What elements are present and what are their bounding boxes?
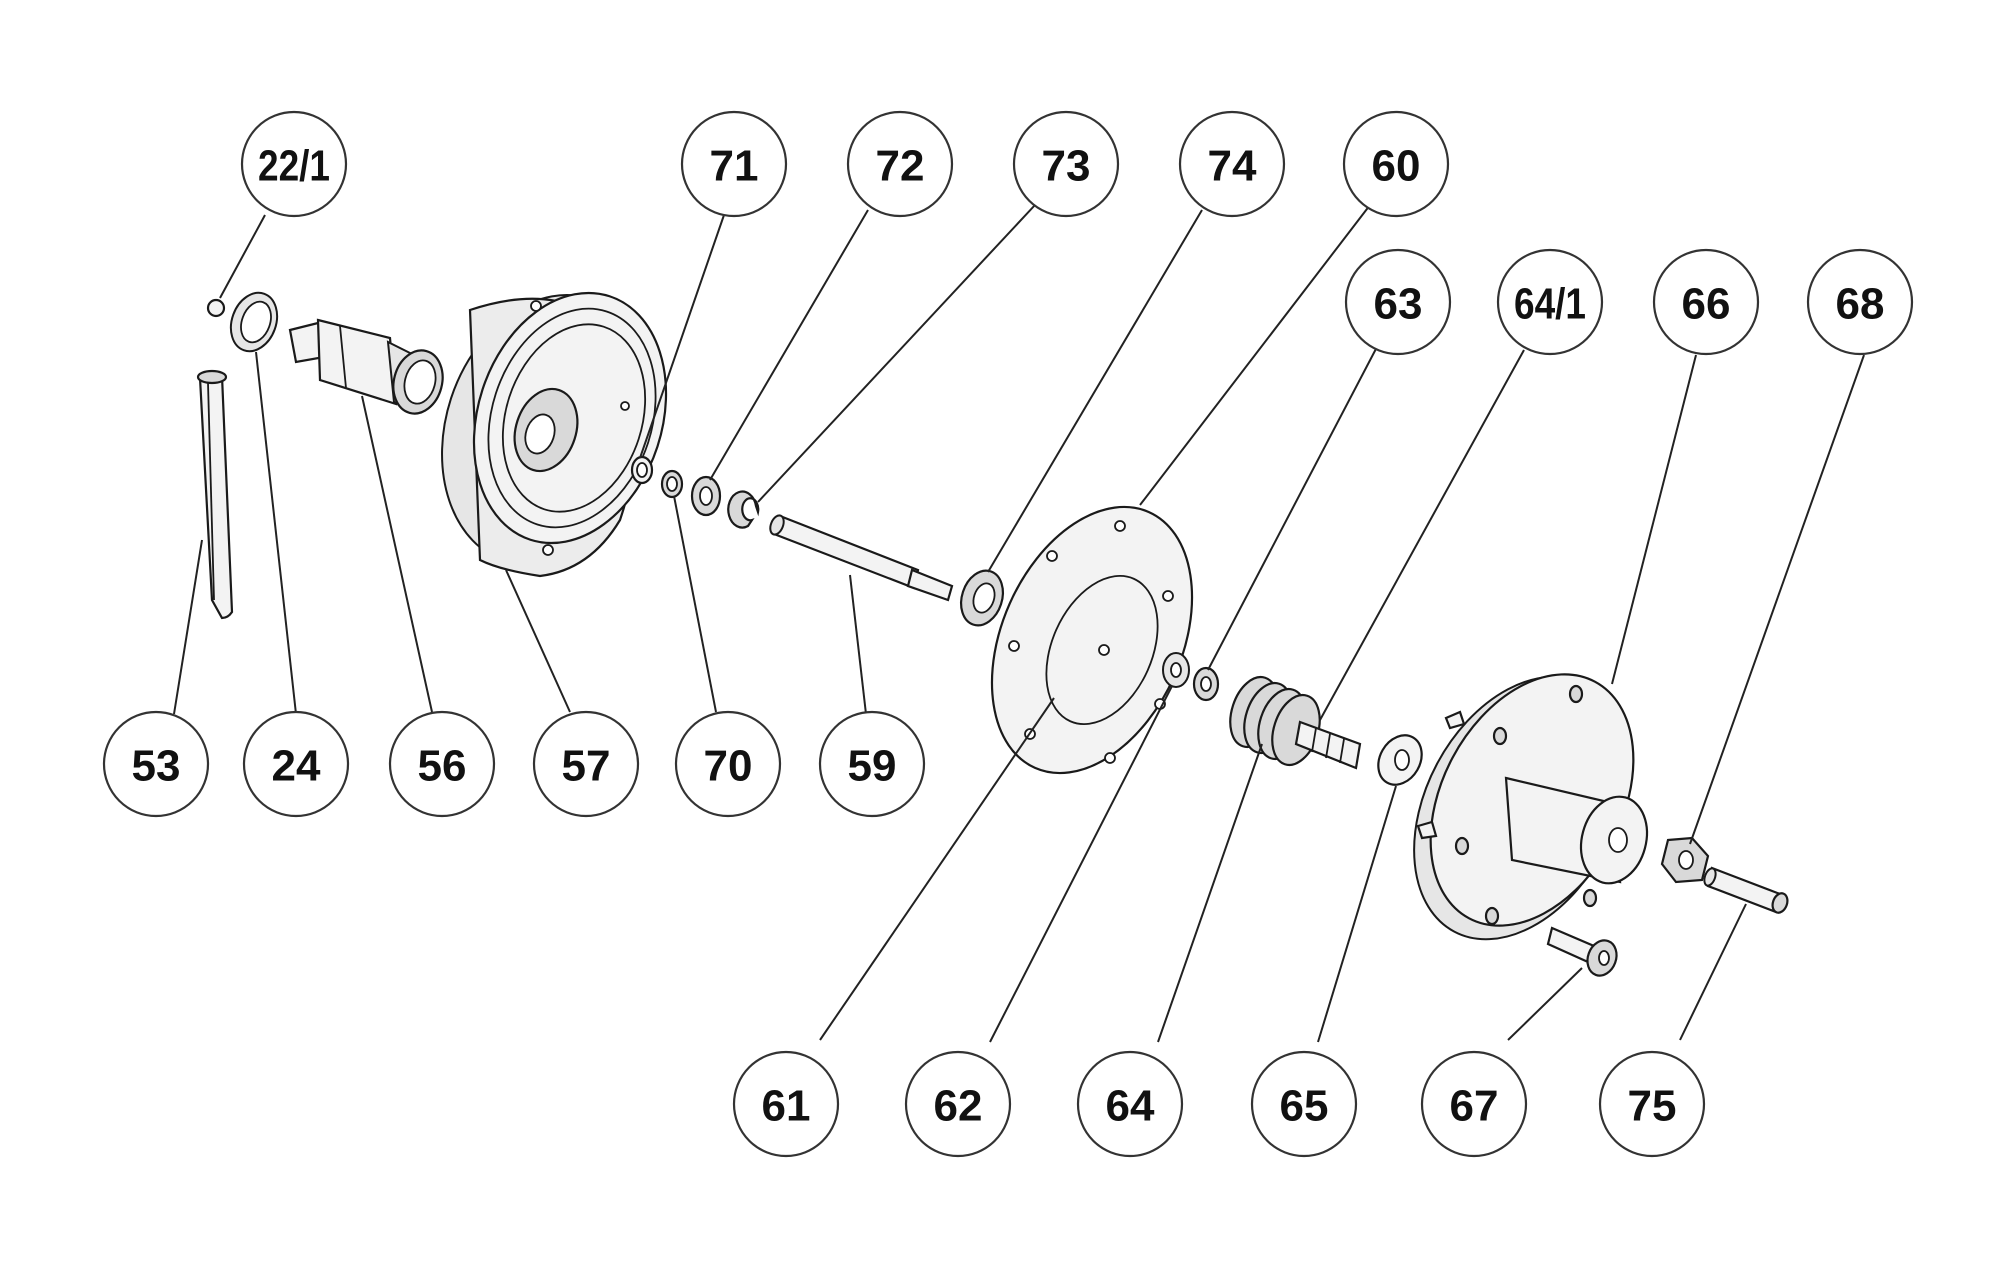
callout-68: 68 bbox=[1806, 248, 1914, 356]
svg-text:66: 66 bbox=[1682, 280, 1731, 329]
svg-text:22/1: 22/1 bbox=[258, 142, 330, 191]
svg-text:56: 56 bbox=[418, 742, 467, 791]
part-74-bearing bbox=[960, 569, 1004, 627]
callout-63: 63 bbox=[1344, 248, 1452, 356]
svg-text:68: 68 bbox=[1836, 280, 1885, 329]
part-24-oring bbox=[229, 291, 279, 353]
svg-text:62: 62 bbox=[934, 1082, 983, 1131]
part-75-pin bbox=[1703, 866, 1789, 914]
callout-64: 64 bbox=[1076, 1050, 1184, 1158]
svg-text:64: 64 bbox=[1106, 1082, 1155, 1131]
svg-text:70: 70 bbox=[704, 742, 753, 791]
callout-74: 74 bbox=[1178, 110, 1286, 218]
part-53-tube bbox=[196, 369, 234, 620]
callout-22-1: 22/1 bbox=[240, 110, 348, 218]
callout-53: 53 bbox=[102, 710, 210, 818]
svg-text:60: 60 bbox=[1372, 142, 1421, 191]
callout-61: 61 bbox=[732, 1050, 840, 1158]
callout-60: 60 bbox=[1342, 110, 1450, 218]
svg-text:64/1: 64/1 bbox=[1514, 280, 1586, 329]
svg-text:24: 24 bbox=[272, 742, 321, 791]
svg-text:59: 59 bbox=[848, 742, 897, 791]
part-22-1-ball bbox=[206, 298, 226, 318]
part-59-shaft bbox=[769, 514, 954, 602]
callout-71: 71 bbox=[680, 110, 788, 218]
leader-lines bbox=[173, 204, 1865, 1043]
part-73-circlip bbox=[727, 490, 760, 529]
callout-62: 62 bbox=[904, 1050, 1012, 1158]
svg-text:67: 67 bbox=[1450, 1082, 1499, 1131]
part-66-hub bbox=[1413, 673, 1649, 941]
callout-67: 67 bbox=[1420, 1050, 1528, 1158]
svg-text:73: 73 bbox=[1042, 142, 1091, 191]
svg-text:65: 65 bbox=[1280, 1082, 1329, 1131]
parts bbox=[196, 291, 1789, 977]
svg-text:53: 53 bbox=[132, 742, 181, 791]
callout-75: 75 bbox=[1598, 1050, 1706, 1158]
svg-text:75: 75 bbox=[1628, 1082, 1677, 1131]
svg-text:63: 63 bbox=[1374, 280, 1423, 329]
svg-text:72: 72 bbox=[876, 142, 925, 191]
part-67-bolt bbox=[1546, 926, 1618, 977]
callout-57: 57 bbox=[532, 710, 640, 818]
callout-64-1: 64/1 bbox=[1496, 248, 1604, 356]
svg-text:57: 57 bbox=[562, 742, 611, 791]
callout-72: 72 bbox=[846, 110, 954, 218]
callouts: 22/1 71 72 73 74 60 63 64/1 bbox=[102, 110, 1914, 1158]
part-57-housing bbox=[441, 291, 668, 578]
svg-text:71: 71 bbox=[710, 142, 759, 191]
callout-73: 73 bbox=[1012, 110, 1120, 218]
callout-65: 65 bbox=[1250, 1050, 1358, 1158]
svg-text:61: 61 bbox=[762, 1082, 811, 1131]
callout-66: 66 bbox=[1652, 248, 1760, 356]
part-56-fitting bbox=[288, 318, 444, 415]
callout-56: 56 bbox=[388, 710, 496, 818]
svg-text:74: 74 bbox=[1208, 142, 1257, 191]
part-60-cover bbox=[990, 505, 1194, 775]
part-68-nut bbox=[1660, 836, 1710, 884]
callout-70: 70 bbox=[674, 710, 782, 818]
part-64-worm-gear bbox=[1229, 675, 1362, 770]
callout-59: 59 bbox=[818, 710, 926, 818]
callout-24: 24 bbox=[242, 710, 350, 818]
